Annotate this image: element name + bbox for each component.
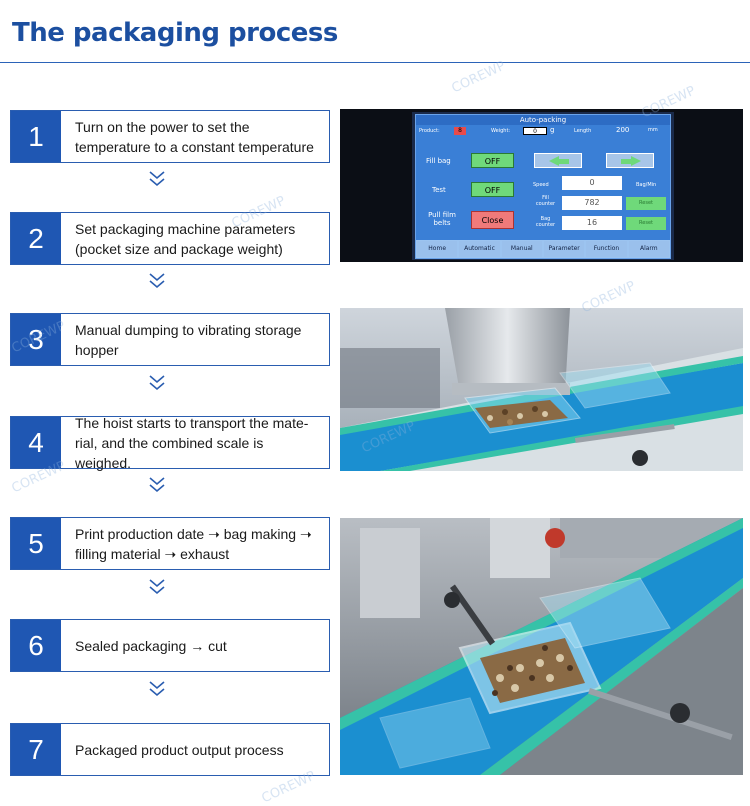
step-description: Sealed packaging → cut: [75, 637, 227, 654]
chevron-down-icon: [149, 375, 165, 391]
chevron-down-icon: [149, 579, 165, 595]
chevron-down-icon: [149, 273, 165, 289]
step-number: 1: [11, 111, 61, 162]
fill-bag-toggle[interactable]: OFF: [471, 153, 514, 168]
arrow-left-icon: [549, 156, 569, 166]
step-6: 6 Sealed packaging → cut: [10, 619, 330, 672]
tab-parameter[interactable]: Parameter: [542, 240, 586, 258]
tab-automatic[interactable]: Automatic: [458, 240, 501, 258]
step-number: 5: [11, 518, 61, 569]
hopper-conveyor-illustration: [340, 308, 743, 471]
length-value: 200: [616, 126, 630, 134]
step-number: 2: [11, 213, 61, 264]
arrow-right-icon: [621, 156, 641, 166]
tab-alarm[interactable]: Alarm: [627, 240, 670, 258]
tab-function[interactable]: Function: [585, 240, 628, 258]
weight-unit: g: [550, 126, 555, 134]
chevron-down-icon: [149, 681, 165, 697]
step-7: 7 Packaged product output process: [10, 723, 330, 776]
tab-manual[interactable]: Manual: [500, 240, 543, 258]
length-label: Length: [574, 128, 592, 134]
tab-home[interactable]: Home: [416, 240, 459, 258]
tray-conveyor-photo: [340, 518, 743, 775]
speed-unit: Bag/Min: [636, 182, 657, 188]
bag-counter-reset-button[interactable]: Reset: [626, 217, 666, 230]
bag-counter-value: 16: [562, 216, 622, 230]
left-arrow-button[interactable]: [534, 153, 582, 168]
page-title: The packaging process: [12, 18, 338, 48]
step-number: 4: [11, 417, 61, 468]
hmi-tab-bar: Home Automatic Manual Parameter Function…: [416, 240, 670, 258]
step-2: 2 Set packaging machine parameters(pocke…: [10, 212, 330, 265]
step-5: 5 Print production date ➝ bag making ➝fi…: [10, 517, 330, 570]
step-number: 6: [11, 620, 61, 671]
step-description: The hoist starts to transport the mate-r…: [75, 414, 309, 471]
product-label: Product:: [419, 128, 440, 134]
weight-value[interactable]: 0: [523, 127, 547, 135]
step-description: Set packaging machine parameters(pocket …: [75, 220, 296, 257]
right-arrow-button[interactable]: [606, 153, 654, 168]
step-number: 7: [11, 724, 61, 775]
step-number: 3: [11, 314, 61, 365]
hmi-panel: Auto-packing Product: 8 Weight: 0 g Leng…: [415, 114, 671, 259]
hopper-conveyor-photo: [340, 308, 743, 471]
weight-label: Weight:: [491, 128, 511, 134]
test-toggle[interactable]: OFF: [471, 182, 514, 197]
speed-label: Speed: [533, 182, 549, 188]
fill-counter-value: 782: [562, 196, 622, 210]
test-label: Test: [432, 186, 446, 194]
hmi-title: Auto-packing: [416, 115, 670, 125]
speed-value: 0: [562, 176, 622, 190]
fill-counter-reset-button[interactable]: Reset: [626, 197, 666, 210]
title-divider: [0, 62, 750, 63]
tray-conveyor-illustration: [340, 518, 743, 775]
product-value[interactable]: 8: [454, 127, 466, 135]
step-4: 4 The hoist starts to transport the mate…: [10, 414, 330, 471]
chevron-down-icon: [149, 171, 165, 187]
hmi-screen-photo: Auto-packing Product: 8 Weight: 0 g Leng…: [340, 109, 743, 262]
length-unit: mm: [648, 127, 658, 133]
step-description: Print production date ➝ bag making ➝fill…: [75, 525, 312, 562]
fill-bag-label: Fill bag: [426, 157, 451, 165]
chevron-down-icon: [149, 477, 165, 493]
step-description: Packaged product output process: [75, 741, 284, 758]
watermark: COREWP: [449, 58, 508, 97]
pull-film-toggle[interactable]: Close: [471, 211, 514, 229]
